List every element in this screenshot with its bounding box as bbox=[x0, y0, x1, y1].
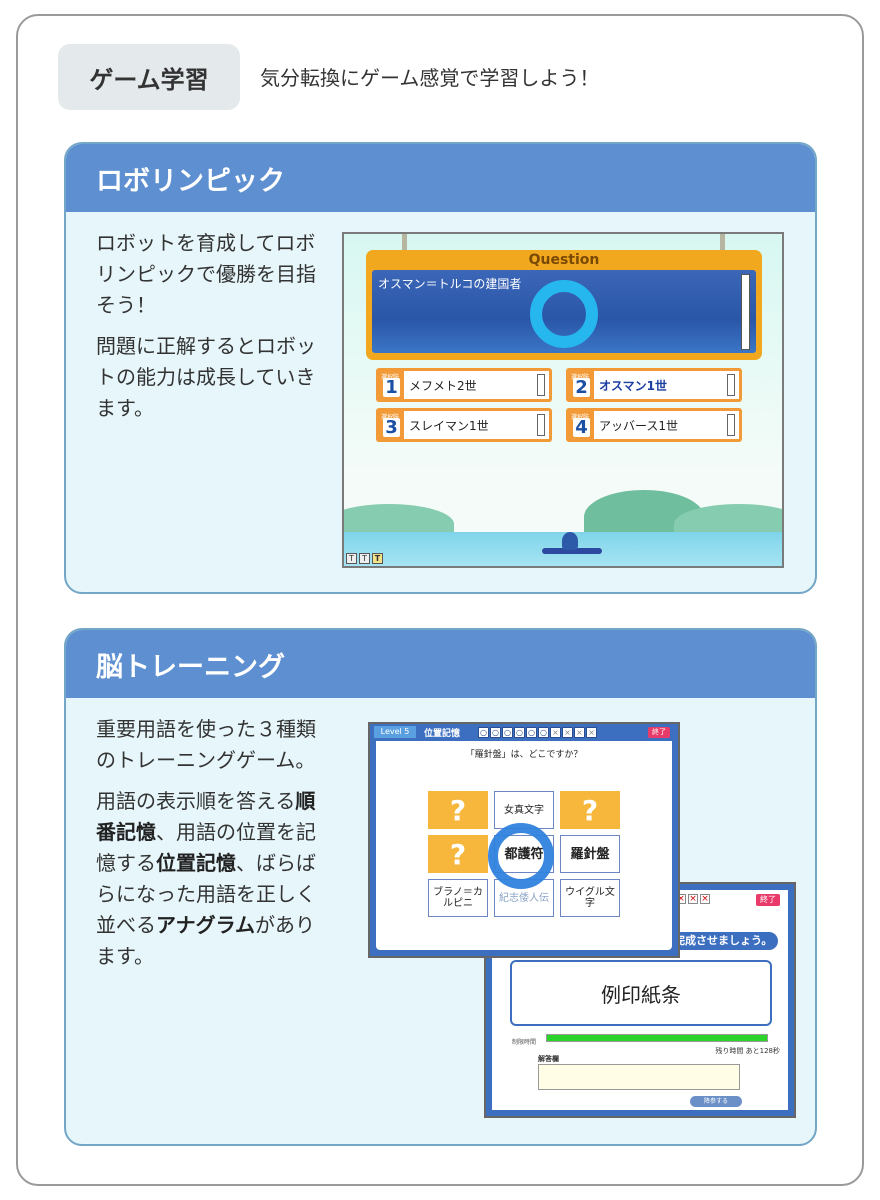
end-button[interactable]: 終了 bbox=[648, 727, 670, 738]
text-fragment: 、ばらばらになった用語を正しく並べる bbox=[96, 851, 316, 937]
question-text: オスマン＝トルコの建国者 bbox=[378, 277, 522, 291]
progress-mark: ○ bbox=[514, 727, 525, 738]
anagram-instruction: 完成させましょう。 bbox=[672, 932, 778, 950]
progress-mark: × bbox=[574, 727, 585, 738]
robolympic-screenshot: Question オスマン＝トルコの建国者 選択肢1 メフメト2世 選択肢2 オ… bbox=[342, 232, 784, 568]
choice-number: 3 bbox=[383, 418, 400, 438]
progress-mark: × bbox=[562, 727, 573, 738]
position-question: 「羅針盤」は、どこですか？ bbox=[465, 750, 583, 760]
correct-circle-icon bbox=[488, 823, 554, 889]
question-scrollbar bbox=[741, 274, 750, 350]
choice-3: 選択肢3 スレイマン1世 bbox=[376, 408, 552, 442]
answer-input[interactable] bbox=[538, 1064, 740, 1090]
choice-badge: 選択肢2 bbox=[569, 371, 594, 399]
progress-mark: ○ bbox=[526, 727, 537, 738]
robolympic-para-1: ロボットを育成してロボリンピックで優勝を目指そう！ bbox=[96, 231, 316, 317]
level-badge: Level 5 bbox=[374, 726, 416, 738]
board-pole bbox=[720, 234, 725, 256]
mode-order-memory: 順番記憶 bbox=[96, 789, 316, 844]
robolympic-para-2: 問題に正解するとロボットの能力は成長していきます。 bbox=[96, 334, 316, 420]
text-size-icons: T T T bbox=[346, 553, 383, 564]
text-size-small-icon[interactable]: T bbox=[346, 553, 357, 564]
section-tag: ゲーム学習 bbox=[58, 44, 240, 110]
choice-badge: 選択肢3 bbox=[379, 411, 404, 439]
question-label: Question bbox=[528, 252, 600, 268]
progress-mark: ○ bbox=[538, 727, 549, 738]
remaining-time: 残り時間 あと128秒 bbox=[715, 1047, 780, 1055]
choice-label: メフメト2世 bbox=[409, 379, 477, 393]
choice-spinner bbox=[537, 414, 545, 436]
grid-cell-hidden[interactable]: ? bbox=[560, 791, 620, 829]
choice-number: 2 bbox=[573, 378, 590, 398]
give-up-button[interactable]: 降参する bbox=[690, 1096, 742, 1107]
choice-spinner bbox=[727, 374, 735, 396]
choice-number: 4 bbox=[573, 418, 590, 438]
text-size-medium-icon[interactable]: T bbox=[359, 553, 370, 564]
timer-label: 制限時間 bbox=[512, 1039, 537, 1046]
mode-anagram: アナグラム bbox=[156, 913, 255, 937]
robolympic-description: ロボットを育成してロボリンピックで優勝を目指そう！ 問題に正解するとロボットの能… bbox=[96, 228, 324, 434]
choice-label: オスマン1世 bbox=[599, 379, 667, 393]
timer-bar bbox=[546, 1034, 768, 1042]
choice-1: 選択肢1 メフメト2世 bbox=[376, 368, 552, 402]
brain-para-2: 用語の表示順を答える順番記憶、用語の位置を記憶する位置記憶、ばらばらになった用語… bbox=[96, 786, 324, 972]
correct-circle-icon bbox=[530, 280, 598, 348]
brain-training-title: 脳トレーニング bbox=[66, 630, 815, 698]
choice-number: 1 bbox=[383, 378, 400, 398]
choice-label: スレイマン1世 bbox=[409, 419, 489, 433]
robolympic-title: ロボリンピック bbox=[66, 144, 815, 212]
progress-mark: × bbox=[550, 727, 561, 738]
progress-mark: ○ bbox=[478, 727, 489, 738]
robot-icon bbox=[562, 532, 578, 550]
text-fragment: 、用語の位置を記憶する bbox=[96, 820, 316, 875]
choice-spinner bbox=[537, 374, 545, 396]
choice-badge: 選択肢4 bbox=[569, 411, 594, 439]
question-board: Question オスマン＝トルコの建国者 bbox=[366, 250, 762, 360]
position-memory-content: 「羅針盤」は、どこですか？ ? 女真文字 ? ? 都護符 羅針盤 ブラノ＝カルピ… bbox=[376, 741, 672, 950]
choice-tag: 選択肢 bbox=[381, 372, 399, 381]
mode-title: 位置記憶 bbox=[424, 729, 461, 739]
choice-tag: 選択肢 bbox=[571, 372, 589, 381]
grid-cell[interactable]: ウイグル文字 bbox=[560, 879, 620, 917]
progress-marks: ○ ○ ○ ○ ○ ○ × × × × bbox=[478, 727, 597, 738]
grid-cell[interactable]: ブラノ＝カルピニ bbox=[428, 879, 488, 917]
choice-4: 選択肢4 アッバース1世 bbox=[566, 408, 742, 442]
anagram-topbar: × × × 終了 bbox=[676, 890, 788, 912]
choice-badge: 選択肢1 bbox=[379, 371, 404, 399]
miss-mark: × bbox=[688, 894, 698, 904]
choice-spinner bbox=[727, 414, 735, 436]
brain-training-card: 脳トレーニング 重要用語を使った３種類のトレーニングゲーム。 用語の表示順を答え… bbox=[64, 628, 817, 1146]
grid-cell[interactable]: 羅針盤 bbox=[560, 835, 620, 873]
position-memory-screenshot: Level 5 位置記憶 ○ ○ ○ ○ ○ ○ × × × × 終了 「羅針盤… bbox=[368, 722, 680, 958]
progress-mark: ○ bbox=[490, 727, 501, 738]
board-pole bbox=[402, 234, 407, 256]
text-fragment: があります。 bbox=[96, 913, 315, 968]
question-panel: オスマン＝トルコの建国者 bbox=[372, 270, 756, 353]
progress-mark: ○ bbox=[502, 727, 513, 738]
text-fragment: 用語の表示順を答える bbox=[96, 789, 296, 813]
choice-2: 選択肢2 オスマン1世 bbox=[566, 368, 742, 402]
brain-para-1: 重要用語を使った３種類のトレーニングゲーム。 bbox=[96, 717, 316, 772]
choice-label: アッバース1世 bbox=[599, 419, 679, 433]
anagram-word: 例印紙条 bbox=[510, 960, 772, 1026]
brain-training-description: 重要用語を使った３種類のトレーニングゲーム。 用語の表示順を答える順番記憶、用語… bbox=[96, 714, 324, 982]
answer-label: 解答欄 bbox=[538, 1055, 559, 1063]
section-subtitle: 気分転換にゲーム感覚で学習しよう！ bbox=[260, 66, 600, 90]
robolympic-card: ロボリンピック ロボットを育成してロボリンピックで優勝を目指そう！ 問題に正解す… bbox=[64, 142, 817, 594]
grid-cell-hidden[interactable]: ? bbox=[428, 835, 488, 873]
progress-mark: × bbox=[586, 727, 597, 738]
choice-tag: 選択肢 bbox=[381, 412, 399, 421]
boat bbox=[542, 548, 602, 554]
grid-cell-hidden[interactable]: ? bbox=[428, 791, 488, 829]
miss-mark: × bbox=[700, 894, 710, 904]
text-size-large-icon[interactable]: T bbox=[372, 553, 383, 564]
mode-position-memory: 位置記憶 bbox=[156, 851, 236, 875]
choice-tag: 選択肢 bbox=[571, 412, 589, 421]
anagram-end-button[interactable]: 終了 bbox=[756, 894, 780, 906]
